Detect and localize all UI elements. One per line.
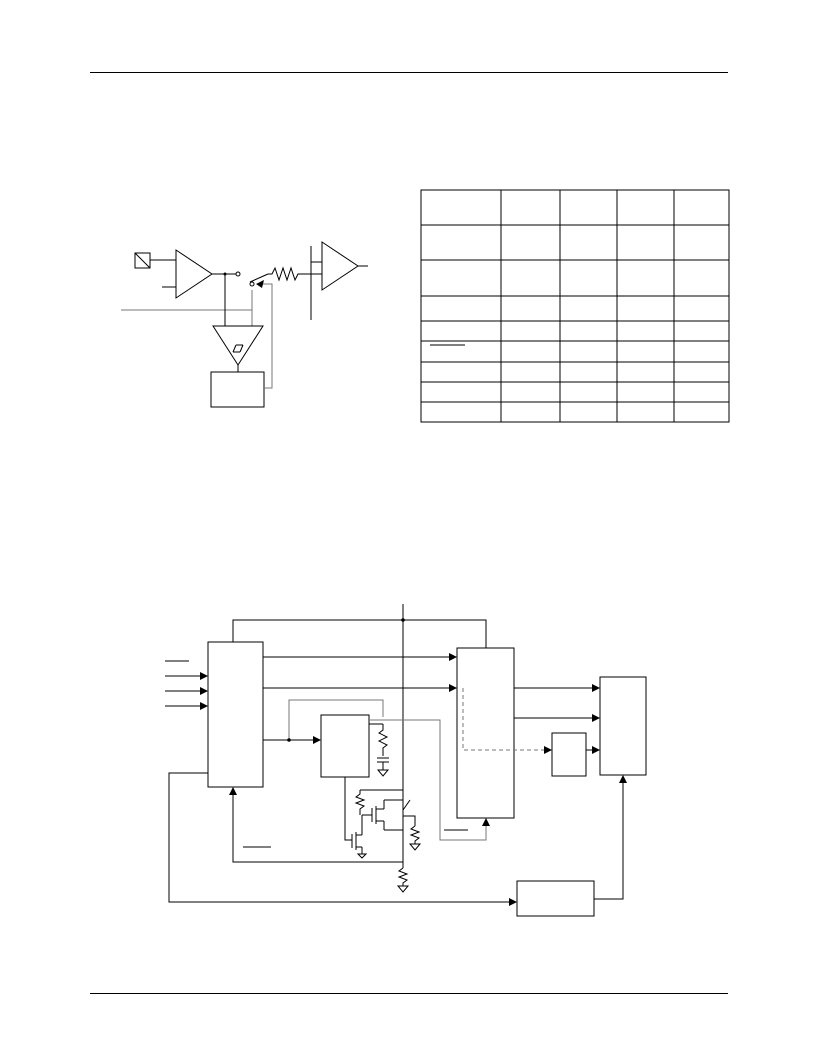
resistor-icon bbox=[268, 266, 311, 282]
arrowhead-icon bbox=[509, 898, 517, 906]
resistor-icon bbox=[409, 825, 421, 844]
arrowhead-icon bbox=[229, 787, 237, 795]
arrowhead-icon bbox=[482, 818, 490, 826]
capacitor-icon bbox=[377, 757, 389, 770]
footer-rule bbox=[90, 993, 728, 994]
logic-block bbox=[210, 371, 265, 408]
resistor-icon bbox=[377, 724, 389, 756]
ground-icon bbox=[408, 843, 422, 851]
arrowhead-icon bbox=[592, 714, 600, 722]
regulator-block bbox=[320, 714, 370, 778]
switch-icon bbox=[402, 799, 411, 811]
controller-block bbox=[207, 641, 264, 788]
arrowhead-icon bbox=[449, 684, 457, 692]
arrowhead-icon bbox=[200, 672, 208, 680]
arrowhead-icon bbox=[592, 746, 600, 754]
ground-icon bbox=[396, 885, 410, 893]
monitor-block bbox=[516, 880, 595, 917]
arrowhead-icon bbox=[313, 736, 321, 744]
ground-icon bbox=[376, 769, 390, 777]
amplifier-icon bbox=[321, 241, 359, 291]
header-rule bbox=[90, 72, 728, 73]
amplifier-icon bbox=[175, 249, 213, 299]
resistor-icon bbox=[354, 790, 366, 815]
buffer-block bbox=[551, 732, 587, 777]
arrowhead-icon bbox=[544, 746, 552, 754]
switch-icon bbox=[249, 273, 269, 287]
switch-contact bbox=[235, 271, 241, 277]
arrowhead-icon bbox=[256, 280, 264, 288]
hysteresis-icon bbox=[232, 344, 244, 353]
arrowhead-icon bbox=[200, 702, 208, 710]
driver-block bbox=[456, 647, 515, 819]
arrowhead-icon bbox=[449, 653, 457, 661]
transistor-icon bbox=[362, 799, 403, 831]
output-block bbox=[599, 676, 647, 776]
arrowhead-icon bbox=[592, 684, 600, 692]
resistor-icon bbox=[397, 867, 409, 886]
arrowhead-icon bbox=[619, 775, 627, 783]
arrowhead-icon bbox=[200, 687, 208, 695]
transistor-icon bbox=[351, 815, 368, 859]
